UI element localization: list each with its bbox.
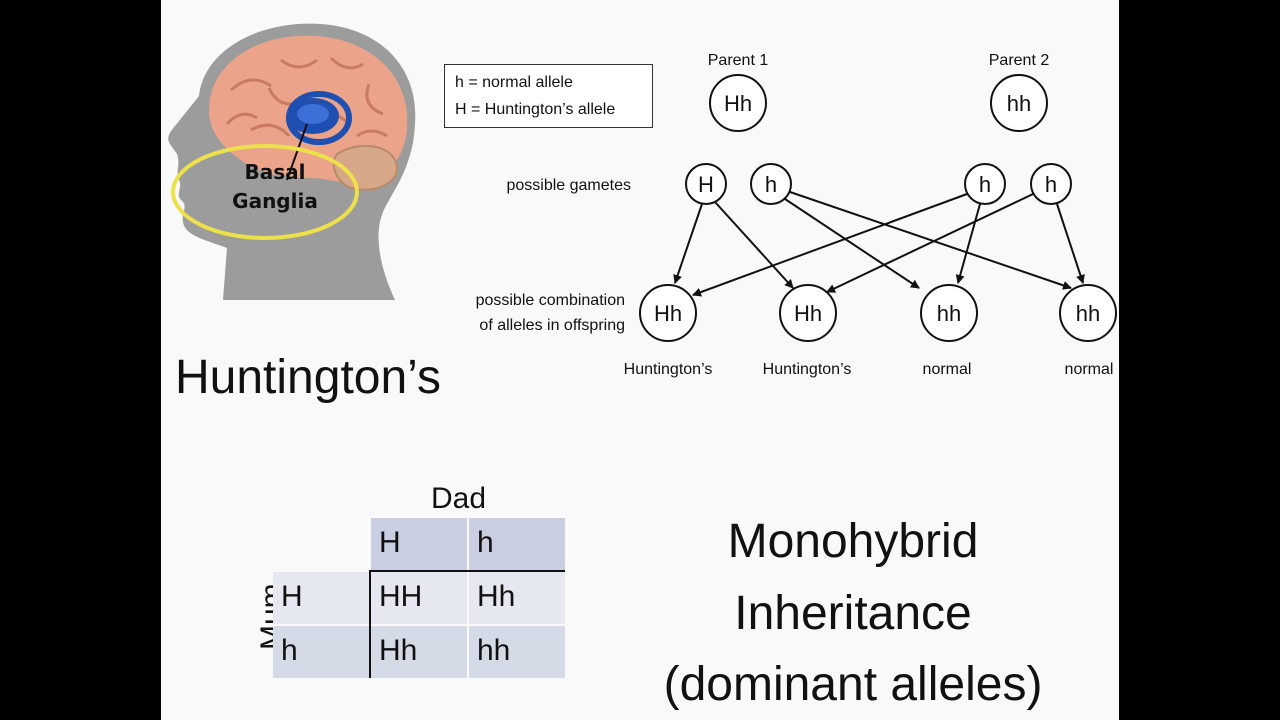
offspring-circle-3 [920, 284, 978, 342]
basal-label-line2: Ganglia [232, 189, 318, 213]
punnett-vertical-divider [369, 570, 371, 678]
gamete-circle-4 [1030, 163, 1072, 205]
punnett-body-cell-21 [371, 626, 467, 678]
punnett-dad-allele-1: H [379, 526, 401, 559]
offspring-circle-2 [779, 284, 837, 342]
offspring-phenotype-3: normal [923, 361, 972, 378]
offspring-genotype-4: hh [1076, 301, 1100, 326]
slide: Basal Ganglia h = normal allele H = Hunt… [161, 0, 1119, 720]
highlight-oval [171, 144, 359, 240]
punnett-body-cell-11 [371, 572, 467, 624]
gamete-2: h [765, 172, 777, 197]
offspring-genotype-3: hh [937, 301, 961, 326]
basal-ganglia-label: Basal Ganglia [219, 158, 331, 216]
offspring-circle-4 [1059, 284, 1117, 342]
parent2-genotype: hh [1007, 91, 1031, 116]
punnett-header-cell-2 [469, 518, 565, 570]
arrow-h4-to-offspring4 [1056, 203, 1085, 284]
slide-title-line2: Inheritance [734, 587, 972, 640]
gamete-1: H [698, 172, 714, 197]
gamete-4: h [1045, 172, 1057, 197]
punnett-mum-allele-2: h [281, 634, 298, 667]
offspring-phenotype-4: normal [1065, 361, 1114, 378]
punnett-body-cell-12 [469, 572, 565, 624]
allele-legend: h = normal allele H = Huntington’s allel… [444, 64, 653, 128]
parent1-genotype: Hh [724, 91, 752, 116]
basal-label-line1: Basal [244, 160, 306, 184]
cross-diagram: Hh hh H h h h Hh Hh hh hh Parent 1 Paren… [476, 52, 1117, 378]
offspring-label-line1: possible combination [476, 292, 625, 309]
offspring-phenotype-1: Huntington’s [624, 361, 713, 378]
punnett-horizontal-divider [369, 570, 565, 572]
arrow-h3-to-offspring3 [955, 203, 981, 284]
punnett-dad-label: Dad [431, 482, 487, 515]
arrow-H-to-offspring2 [714, 201, 794, 289]
parent2-circle [990, 74, 1048, 132]
head-brain-illustration [168, 23, 416, 301]
arrow-h-to-offspring4 [789, 191, 1072, 290]
punnett-mum-allele-1: H [281, 580, 303, 613]
arrow-H-to-offspring1 [673, 203, 703, 284]
arrow-h-to-offspring3 [784, 198, 920, 289]
punnett-cell-11: HH [379, 580, 423, 613]
parent1-circle [709, 74, 767, 132]
punnett-header-cell-1 [371, 518, 467, 570]
parent1-label: Parent 1 [708, 52, 769, 69]
offspring-genotype-2: Hh [794, 301, 822, 326]
cerebellum [332, 144, 399, 191]
gamete-circle-2 [750, 163, 792, 205]
punnett-side-cell-1 [273, 572, 369, 624]
arrow-h3-to-offspring1 [692, 193, 968, 297]
punnett-cell-12: Hh [477, 580, 516, 613]
offspring-phenotype-2: Huntington’s [763, 361, 852, 378]
legend-normal: h = normal allele [455, 74, 573, 91]
disease-title: Huntington’s [175, 351, 441, 404]
slide-title-line3: (dominant alleles) [663, 658, 1043, 711]
gamete-circle-1 [685, 163, 727, 205]
punnett-side-cell-2 [273, 626, 369, 678]
offspring-circle-1 [639, 284, 697, 342]
legend-huntington: H = Huntington’s allele [455, 101, 616, 118]
gamete-circle-3 [964, 163, 1006, 205]
parent2-label: Parent 2 [989, 52, 1050, 69]
punnett-dad-allele-2: h [477, 526, 494, 559]
punnett-cell-21: Hh [379, 634, 418, 667]
punnett-body-cell-22 [469, 626, 565, 678]
offspring-genotype-1: Hh [654, 301, 682, 326]
gametes-label: possible gametes [506, 177, 631, 194]
gamete-3: h [979, 172, 991, 197]
arrow-h4-to-offspring2 [826, 193, 1034, 293]
offspring-label-line2: of alleles in offspring [479, 317, 625, 334]
slide-title-line1: Monohybrid [727, 515, 979, 568]
punnett-cell-22: hh [477, 634, 511, 667]
pointer-line [286, 123, 308, 181]
